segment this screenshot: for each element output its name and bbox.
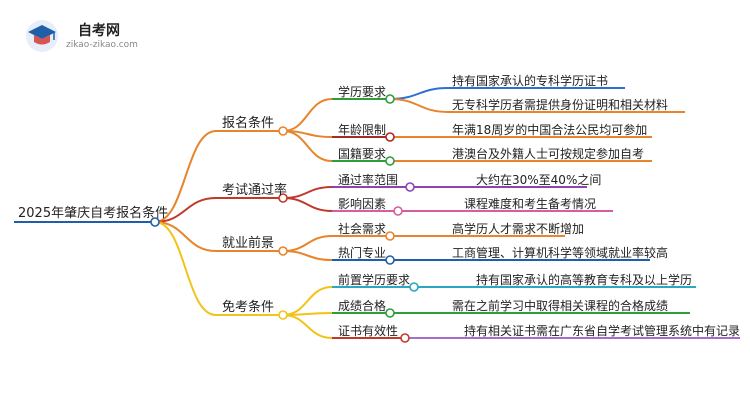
graduation-cap-logo-icon [26,20,58,52]
child-label: 前置学历要求 [338,273,411,287]
branch-label: 就业前景 [222,236,275,251]
child-connector [282,286,333,316]
child-label: 热门专业 [338,246,387,260]
child-connector [282,250,333,261]
leaf-label: 需在之前学习中取得相关课程的合格成绩 [452,299,669,313]
child-node [393,206,403,216]
branch-connector [154,130,217,223]
root-label: 2025年肇庆自考报名条件 [18,206,169,221]
leaf-label: 工商管理、计算机科学等领域就业率较高 [452,246,669,260]
child-label: 社会需求 [338,222,387,236]
child-connector [282,186,333,199]
child-node [385,308,395,318]
branch-label: 考试通过率 [222,183,288,198]
branch-connector [154,197,217,223]
child-node [385,231,395,241]
leaf-label: 高学历人才需求不断增加 [452,222,585,236]
branch-connector [154,221,217,316]
branch-node [278,246,288,256]
child-node [385,132,395,142]
branch-connector [154,221,217,252]
child-connector [282,197,333,212]
child-label: 成绩合格 [338,299,387,313]
child-connector [282,235,333,252]
child-label: 学历要求 [338,85,387,99]
branch-node [278,126,288,136]
leaf-label: 课程难度和考生备考情况 [464,197,597,211]
leaf-label: 无专科学历者需提供身份证明和相关材料 [452,98,669,112]
child-label: 影响因素 [338,197,387,211]
child-connector [282,98,333,132]
leaf-label: 持有国家承认的高等教育专科及以上学历 [476,273,693,287]
child-label: 证书有效性 [338,324,399,338]
branch-node [278,193,288,203]
child-connector [282,314,333,339]
root-node [150,217,160,227]
child-label: 年龄限制 [338,123,387,137]
child-node [385,156,395,166]
leaf-connector [389,87,449,100]
logo-subtitle: zikao-zikao.com [66,40,138,50]
logo-title: 自考网 [78,23,120,39]
child-connector [282,130,333,162]
child-node [409,282,419,292]
leaf-label: 持有国家承认的专科学历证书 [452,74,609,88]
leaf-label: 年满18周岁的中国合法公民均可参加 [452,123,648,137]
branch-node [278,310,288,320]
child-label: 通过率范围 [338,173,399,187]
branch-label: 报名条件 [222,116,275,131]
leaf-connector [389,98,449,113]
leaf-label: 持有相关证书需在广东省自学考试管理系统中有记录 [464,324,741,338]
child-node [385,94,395,104]
child-node [405,182,415,192]
child-node [400,333,410,343]
child-label: 国籍要求 [338,147,387,161]
leaf-label: 大约在30%至40%之间 [476,173,602,187]
leaf-label: 港澳台及外籍人士可按规定参加自考 [452,147,645,161]
branch-label: 免考条件 [222,300,275,315]
child-node [385,255,395,265]
